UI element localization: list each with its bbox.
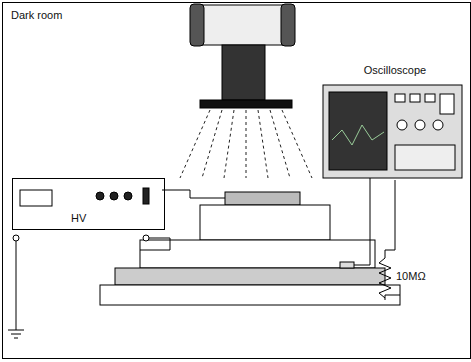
node-label: Dark room bbox=[11, 9, 470, 22]
node-label: HV bbox=[71, 212, 164, 225]
node-label: Oscilloscope bbox=[323, 64, 467, 77]
hv-supply: HV bbox=[12, 178, 165, 230]
oscilloscope: Oscilloscope bbox=[323, 64, 467, 178]
resistor-value: 10MΩ bbox=[396, 270, 426, 283]
